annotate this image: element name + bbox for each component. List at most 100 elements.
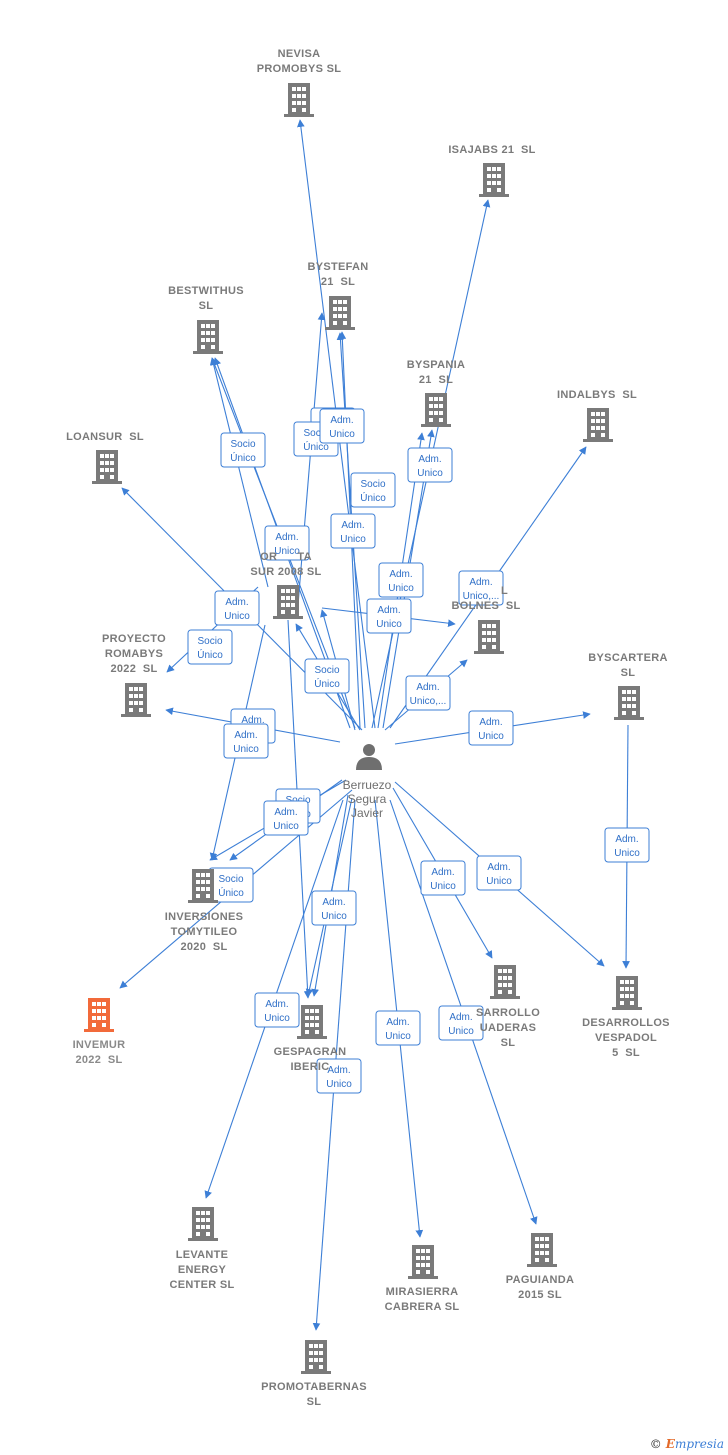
company-label: SUR 2008 SL [250,566,321,578]
relation-label[interactable]: Adm.Unico [214,590,260,626]
relation-label[interactable]: Adm.Unico [311,890,357,926]
company-node-paguianda[interactable]: PAGUIANDA 2015 SL [506,1233,575,1301]
company-node-indalbys[interactable]: INDALBYS SL [557,389,637,442]
relation-label-text: Unico [388,583,414,594]
building-icon [297,1005,327,1039]
company-label: MIRASIERRA [386,1286,459,1298]
relation-label-text: Unico [233,744,259,755]
company-node-loansur[interactable]: LOANSUR SL [66,431,144,484]
relation-label-text: Socio [218,874,243,885]
building-icon [188,869,218,903]
company-label: UADERAS [480,1022,537,1034]
building-icon [614,686,644,720]
company-label: SL [199,300,214,312]
company-label: ENERGY [178,1264,227,1276]
building-icon [408,1245,438,1279]
relation-label[interactable]: Adm.Unico [476,855,522,891]
relation-label[interactable]: Adm.Unico [420,860,466,896]
company-label: PAGUIANDA [506,1274,575,1286]
relation-label-text: Unico [326,1079,352,1090]
building-icon [121,683,151,717]
relation-label-text: Unico [376,619,402,630]
relation-label-text: Adm. [431,867,454,878]
relation-label-text: Unico,... [410,696,447,707]
company-node-isajabs[interactable]: ISAJABS 21 SL [448,144,535,197]
person-label: Berruezo [343,778,392,792]
relation-label[interactable]: Adm.Unico [468,710,514,746]
relation-label-text: Unico [448,1026,474,1037]
relation-label[interactable]: Adm.Unico [319,408,365,444]
relation-label-text: Único [360,491,386,504]
relation-label-text: Unico [329,429,355,440]
relation-label-text: Unico [224,611,250,622]
relation-label[interactable]: Adm.Unico [263,800,309,836]
company-label: GESPAGRAN [274,1046,347,1058]
relation-label-text: Adm. [469,577,492,588]
company-label: CABRERA SL [385,1301,460,1313]
relation-label[interactable]: Adm.Unico [407,447,453,483]
person-icon [356,744,382,770]
building-icon [273,585,303,619]
company-label: SL [621,667,636,679]
relation-label-text: Adm. [389,569,412,580]
building-icon [301,1340,331,1374]
relation-label-text: Unico [486,876,512,887]
relation-label[interactable]: Adm.Unico [604,827,650,863]
building-icon [421,393,451,427]
relation-label-text: Único [218,886,244,899]
relation-label-text: Adm. [265,999,288,1010]
relation-label-text: Unico [321,911,347,922]
building-icon [325,296,355,330]
relation-label[interactable]: Adm.Unico [438,1005,484,1041]
relation-label[interactable]: Adm.Unico [223,723,269,759]
building-icon [193,320,223,354]
company-label: 2015 SL [518,1289,562,1301]
company-label: 5 SL [612,1047,640,1059]
relation-label[interactable]: Adm. Unico [378,562,424,598]
relation-label[interactable]: Adm.Unico [366,598,412,634]
relation-label[interactable]: Adm.Unico [254,992,300,1028]
relation-label-text: Adm. [386,1017,409,1028]
relation-label[interactable]: Adm.Unico,... [458,570,504,606]
relation-label-text: Unico [417,468,443,479]
company-label: 2022 SL [110,663,157,675]
relation-label-text: Adm. [274,807,297,818]
relation-label[interactable]: Adm.Unico [264,525,310,561]
company-label: 21 SL [419,374,453,386]
relation-label[interactable]: Adm.Unico [375,1010,421,1046]
company-label: PROMOTABERNAS [261,1381,367,1393]
footer-brand[interactable]: ©Empresia [650,1437,724,1451]
company-node-mirasierra[interactable]: MIRASIERRA CABRERA SL [385,1245,460,1313]
relation-label-text: Unico [614,848,640,859]
company-label: LOANSUR SL [66,431,144,443]
company-label: BYSTEFAN [307,261,368,273]
building-icon [474,620,504,654]
relation-label[interactable]: Adm.Unico [316,1058,362,1094]
relation-label[interactable]: Adm.Unico [330,513,376,549]
relation-label[interactable]: Adm.Unico,... [405,675,451,711]
person-label: Javier [351,806,383,820]
company-label: PROYECTO [102,633,166,645]
